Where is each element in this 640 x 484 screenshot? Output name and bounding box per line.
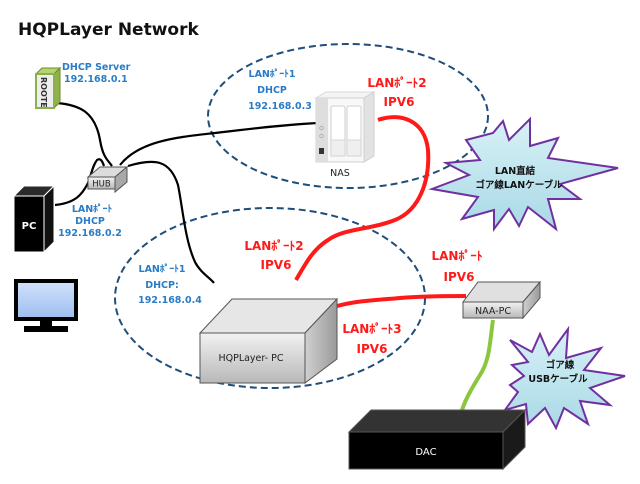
- cable-pc-hub: [54, 158, 106, 207]
- pc-mode-label: DHCP: [75, 216, 105, 227]
- lan-callout-line2: ゴア線LANケーブル: [475, 179, 563, 191]
- hqplayer-port3-proto: IPV6: [357, 342, 388, 356]
- hqplayer-port1-ip: 192.168.0.4: [138, 295, 202, 306]
- hqplayer-port1-label: LANﾎﾟｰﾄ1: [139, 263, 186, 275]
- hqplayer-pc-label: HQPLayer- PC: [218, 353, 283, 364]
- usb-callout-star: [502, 325, 626, 431]
- hqplayer-pc-device[interactable]: HQPLayer- PC: [198, 297, 339, 384]
- naa-port-label: LANﾎﾟｰﾄ: [432, 248, 483, 263]
- cable-naa-dac-usb: [460, 319, 495, 411]
- dac-label: DAC: [415, 447, 436, 458]
- naa-pc-device[interactable]: NAA-PC: [462, 280, 542, 320]
- router-ip-label: 192.168.0.1: [64, 74, 128, 85]
- nas-device[interactable]: [314, 91, 376, 163]
- router-label: ROOTE: [39, 77, 48, 108]
- nas-port1-mode: DHCP: [257, 85, 287, 96]
- nas-port2-label: LANﾎﾟｰﾄ2: [367, 75, 426, 90]
- cable-nas-hqplayer-ipv6: [294, 115, 431, 282]
- router-role-label: DHCP Server: [62, 62, 131, 73]
- naa-port-proto: IPV6: [444, 270, 475, 284]
- cable-hub-nas: [119, 121, 319, 166]
- lan-callout-line1: LAN直結: [495, 165, 536, 177]
- hub-label: HUB: [92, 180, 111, 190]
- pc-port-label: LANﾎﾟｰﾄ: [72, 203, 113, 215]
- hqplayer-port1-mode: DHCP:: [145, 280, 179, 291]
- hqplayer-port2-proto: IPV6: [261, 258, 292, 272]
- usb-cable-callout: ゴア線 USBケーブル: [502, 325, 626, 431]
- dac-device[interactable]: DAC: [347, 408, 527, 471]
- cable-router-hub: [56, 101, 113, 167]
- pc-device[interactable]: PC: [12, 184, 56, 254]
- nas-port2-proto: IPV6: [384, 95, 415, 109]
- cable-hqplayer-naa-ipv6: [336, 294, 467, 308]
- monitor-device[interactable]: [14, 279, 78, 332]
- nas-port1-label: LANﾎﾟｰﾄ1: [249, 68, 296, 80]
- nas-zone-ellipse: [207, 43, 489, 189]
- hqplayer-port2-label: LANﾎﾟｰﾄ2: [244, 238, 303, 253]
- nas-port1-ip: 192.168.0.3: [248, 101, 312, 112]
- diagram-title: HQPLayer Network: [18, 20, 199, 40]
- nas-label: NAS: [330, 168, 350, 179]
- pc-ip-label: 192.168.0.2: [58, 228, 122, 239]
- usb-callout-line1: ゴア線: [546, 359, 575, 371]
- router-device[interactable]: ROOTE: [34, 66, 62, 110]
- hub-device[interactable]: HUB: [86, 165, 129, 194]
- naa-pc-label: NAA-PC: [475, 306, 511, 317]
- hqplayer-port3-label: LANﾎﾟｰﾄ3: [342, 321, 401, 336]
- lan-cable-callout: LAN直結 ゴア線LANケーブル: [428, 116, 619, 232]
- usb-callout-line2: USBケーブル: [528, 373, 588, 385]
- pc-label: PC: [22, 221, 37, 232]
- cable-hub-hqplayer: [127, 160, 215, 284]
- lan-callout-star: [428, 116, 619, 232]
